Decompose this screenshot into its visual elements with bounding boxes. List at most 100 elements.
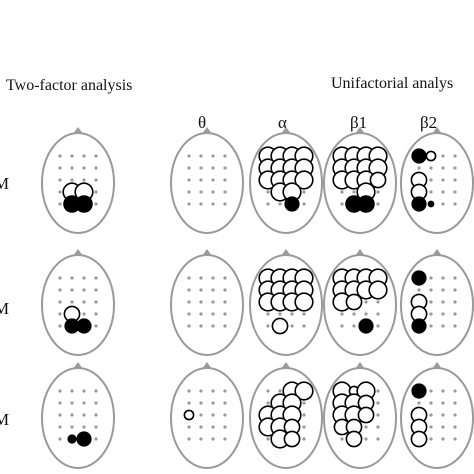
- electrode-dot: [453, 401, 457, 405]
- electrode-dot: [223, 190, 227, 194]
- filled-marker: [75, 195, 93, 213]
- electrode-dot: [211, 276, 215, 280]
- electrode-dot: [82, 389, 86, 393]
- electrode-dot: [82, 300, 86, 304]
- filled-marker: [284, 196, 300, 212]
- electrode-dot: [429, 276, 433, 280]
- electrode-dot: [70, 154, 74, 158]
- nose-icon: [73, 249, 83, 256]
- electrode-dot: [429, 401, 433, 405]
- electrode-dot: [211, 425, 215, 429]
- band-label-alpha: α: [278, 113, 287, 132]
- electrode-dot: [94, 312, 98, 316]
- electrode-dot: [340, 437, 344, 441]
- electrode-dot: [82, 154, 86, 158]
- electrode-dot: [211, 437, 215, 441]
- open-marker: [369, 171, 387, 189]
- electrode-dot: [70, 178, 74, 182]
- filled-marker: [411, 196, 427, 212]
- open-marker: [294, 170, 314, 190]
- electrode-dot: [266, 401, 270, 405]
- electrode-dot: [429, 166, 433, 170]
- nose-icon: [355, 127, 365, 134]
- filled-marker: [64, 318, 80, 334]
- electrode-dot: [187, 202, 191, 206]
- electrode-dot: [453, 276, 457, 280]
- electrode-dot: [376, 202, 380, 206]
- electrode-dot: [94, 300, 98, 304]
- head-outline: [41, 254, 115, 356]
- electrode-dot: [429, 389, 433, 393]
- electrode-dot: [429, 300, 433, 304]
- electrode-dot: [376, 300, 380, 304]
- electrode-dot: [453, 178, 457, 182]
- head-outline: [170, 132, 244, 234]
- two-factor-heading: Two-factor analysis: [6, 77, 133, 94]
- nose-icon: [355, 249, 365, 256]
- electrode-dot: [223, 312, 227, 316]
- electrode-dot: [376, 401, 380, 405]
- electrode-dot: [199, 178, 203, 182]
- electrode-dot: [376, 324, 380, 328]
- electrode-dot: [94, 401, 98, 405]
- electrode-dot: [453, 312, 457, 316]
- electrode-dot: [453, 324, 457, 328]
- electrode-dot: [199, 202, 203, 206]
- electrode-dot: [94, 154, 98, 158]
- filled-marker: [358, 318, 374, 334]
- electrode-dot: [453, 154, 457, 158]
- row-label-3: M: [0, 410, 10, 429]
- electrode-dot: [187, 178, 191, 182]
- filled-marker: [411, 270, 427, 286]
- electrode-dot: [187, 425, 191, 429]
- head-outline: [41, 367, 115, 469]
- nose-icon: [281, 249, 291, 256]
- electrode-dot: [199, 312, 203, 316]
- open-marker: [410, 430, 428, 448]
- electrode-dot: [266, 190, 270, 194]
- electrode-dot: [58, 324, 62, 328]
- electrode-dot: [441, 178, 445, 182]
- electrode-dot: [70, 166, 74, 170]
- electrode-dot: [94, 202, 98, 206]
- open-marker: [271, 317, 289, 335]
- electrode-dot: [340, 324, 344, 328]
- nose-icon: [202, 127, 212, 134]
- electrode-dot: [223, 276, 227, 280]
- nose-icon: [73, 362, 83, 369]
- electrode-dot: [58, 425, 62, 429]
- electrode-dot: [278, 389, 282, 393]
- electrode-dot: [302, 190, 306, 194]
- electrode-dot: [70, 288, 74, 292]
- electrode-dot: [302, 437, 306, 441]
- electrode-dot: [441, 324, 445, 328]
- electrode-dot: [223, 389, 227, 393]
- electrode-dot: [278, 312, 282, 316]
- electrode-dot: [187, 389, 191, 393]
- electrode-dot: [94, 288, 98, 292]
- electrode-dot: [187, 288, 191, 292]
- electrode-dot: [364, 312, 368, 316]
- nose-icon: [281, 127, 291, 134]
- electrode-dot: [58, 300, 62, 304]
- electrode-dot: [453, 389, 457, 393]
- electrode-dot: [187, 190, 191, 194]
- electrode-dot: [290, 312, 294, 316]
- open-marker: [357, 406, 375, 424]
- electrode-dot: [352, 312, 356, 316]
- electrode-dot: [70, 276, 74, 280]
- electrode-dot: [302, 413, 306, 417]
- electrode-dot: [290, 324, 294, 328]
- electrode-dot: [453, 413, 457, 417]
- electrode-dot: [266, 202, 270, 206]
- electrode-dot: [429, 178, 433, 182]
- electrode-dot: [211, 300, 215, 304]
- open-marker: [294, 381, 314, 401]
- electrode-dot: [417, 401, 421, 405]
- electrode-dot: [211, 324, 215, 328]
- electrode-dot: [364, 437, 368, 441]
- head-outline: [41, 132, 115, 234]
- electrode-dot: [58, 190, 62, 194]
- electrode-dot: [199, 190, 203, 194]
